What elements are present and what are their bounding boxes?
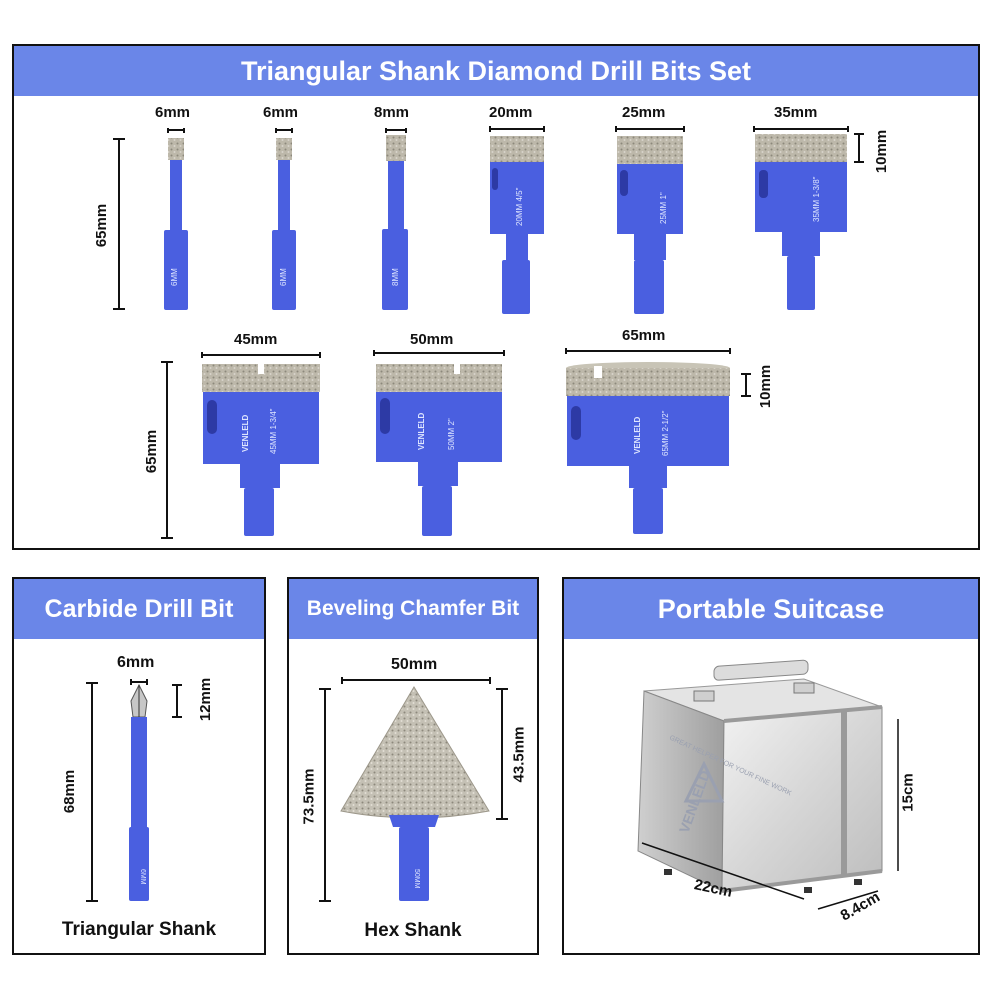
carbide-width-label: 6mm bbox=[117, 654, 155, 671]
row2-segment-dimension bbox=[741, 373, 751, 397]
diamond-bits-drawing: 6MM 6MM 8MM bbox=[113, 126, 864, 539]
bit-brand-mark: VENLELD bbox=[241, 414, 250, 452]
size-label-25mm: 25mm bbox=[622, 104, 666, 121]
bit-engraving: 20MM 4/5" bbox=[515, 187, 524, 226]
chamfer-bit-panel: Beveling Chamfer Bit 50MM 50mm 73.5mm 43… bbox=[287, 577, 539, 955]
drill-bit-65mm: VENLELD 65MM 2-1/2" bbox=[565, 348, 731, 534]
size-label-45mm: 45mm bbox=[234, 331, 278, 348]
bit-engraving: 50MM 2" bbox=[447, 418, 456, 450]
drill-bit-6mm-a: 6MM bbox=[164, 128, 188, 310]
size-label-35mm: 35mm bbox=[774, 104, 818, 121]
suitcase-image: VENLELD GREAT HELPER FOR YOUR FINE WORK bbox=[637, 659, 883, 893]
drill-bit-8mm: 8MM bbox=[382, 128, 408, 310]
drill-bit-45mm: VENLELD 45MM 1-3/4" bbox=[201, 352, 321, 536]
chamfer-width-label: 50mm bbox=[391, 656, 438, 673]
carbide-shank-caption: Triangular Shank bbox=[61, 919, 217, 940]
carbide-drill-title: Carbide Drill Bit bbox=[14, 579, 264, 639]
bit-engraving: 6MM bbox=[279, 268, 288, 286]
bit-engraving: 65MM 2-1/2" bbox=[661, 410, 670, 456]
carbide-tip-label: 12mm bbox=[197, 677, 215, 722]
row1-segment-dimension bbox=[854, 133, 864, 163]
row1-segment-label: 10mm bbox=[873, 129, 891, 174]
chamfer-bit-title: Beveling Chamfer Bit bbox=[289, 579, 537, 639]
bit-engraving: 45MM 1-3/4" bbox=[269, 408, 278, 454]
size-label-8mm: 8mm bbox=[374, 104, 410, 121]
chamfer-cone-label: 43.5mm bbox=[510, 726, 528, 783]
bit-brand-mark: VENLELD bbox=[417, 412, 426, 450]
chamfer-cone-bit: 50MM bbox=[340, 686, 490, 901]
carbide-drill-bit: 6MM bbox=[129, 683, 149, 901]
suitcase-panel: Portable Suitcase bbox=[562, 577, 980, 955]
size-label-6mm-b: 6mm bbox=[263, 104, 299, 121]
drill-bit-25mm: 25MM 1" bbox=[615, 126, 685, 314]
chamfer-total-label: 73.5mm bbox=[300, 768, 318, 825]
suitcase-height-label: 15cm bbox=[899, 773, 917, 812]
chamfer-bit-drawing: 50MM bbox=[319, 677, 508, 902]
carbide-dimensions bbox=[86, 679, 182, 902]
svg-text:6MM: 6MM bbox=[139, 869, 146, 885]
size-label-65mm: 65mm bbox=[622, 327, 666, 344]
bit-engraving: 25MM 1" bbox=[659, 192, 668, 224]
suitcase-title: Portable Suitcase bbox=[564, 579, 978, 639]
diamond-bits-title: Triangular Shank Diamond Drill Bits Set bbox=[14, 46, 978, 96]
bit-engraving: 35MM 1-3/8" bbox=[812, 176, 821, 222]
row1-height-label: 65mm bbox=[93, 203, 111, 248]
size-label-20mm: 20mm bbox=[489, 104, 533, 121]
drill-bit-20mm: 20MM 4/5" bbox=[489, 126, 545, 314]
drill-bit-6mm-b: 6MM bbox=[272, 128, 296, 310]
suitcase-dimensions bbox=[641, 719, 899, 910]
bit-brand-mark: VENLELD bbox=[633, 416, 642, 454]
bit-engraving: 8MM bbox=[391, 268, 400, 286]
row2-height-label: 65mm bbox=[143, 429, 161, 474]
drill-bit-35mm: 35MM 1-3/8" bbox=[753, 126, 849, 310]
row2-height-dimension bbox=[161, 361, 173, 539]
drill-bit-50mm: VENLELD 50MM 2" bbox=[373, 350, 505, 536]
size-label-50mm: 50mm bbox=[410, 331, 454, 348]
size-label-6mm-a: 6mm bbox=[155, 104, 191, 121]
chamfer-dimensions bbox=[319, 677, 508, 902]
row2-segment-label: 10mm bbox=[757, 364, 775, 409]
bit-engraving: 6MM bbox=[170, 268, 179, 286]
carbide-drill-panel: Carbide Drill Bit 6MM 6mm 12mm 68mm Tria… bbox=[12, 577, 266, 955]
svg-text:50MM: 50MM bbox=[413, 869, 420, 889]
suitcase-drawing: VENLELD GREAT HELPER FOR YOUR FINE WORK bbox=[637, 659, 899, 910]
row1-height-dimension bbox=[113, 138, 125, 310]
carbide-length-label: 68mm bbox=[61, 769, 79, 814]
chamfer-shank-caption: Hex Shank bbox=[364, 920, 462, 941]
carbide-drill-drawing: 6MM bbox=[86, 679, 182, 902]
diamond-bits-panel: Triangular Shank Diamond Drill Bits Set … bbox=[12, 44, 980, 550]
